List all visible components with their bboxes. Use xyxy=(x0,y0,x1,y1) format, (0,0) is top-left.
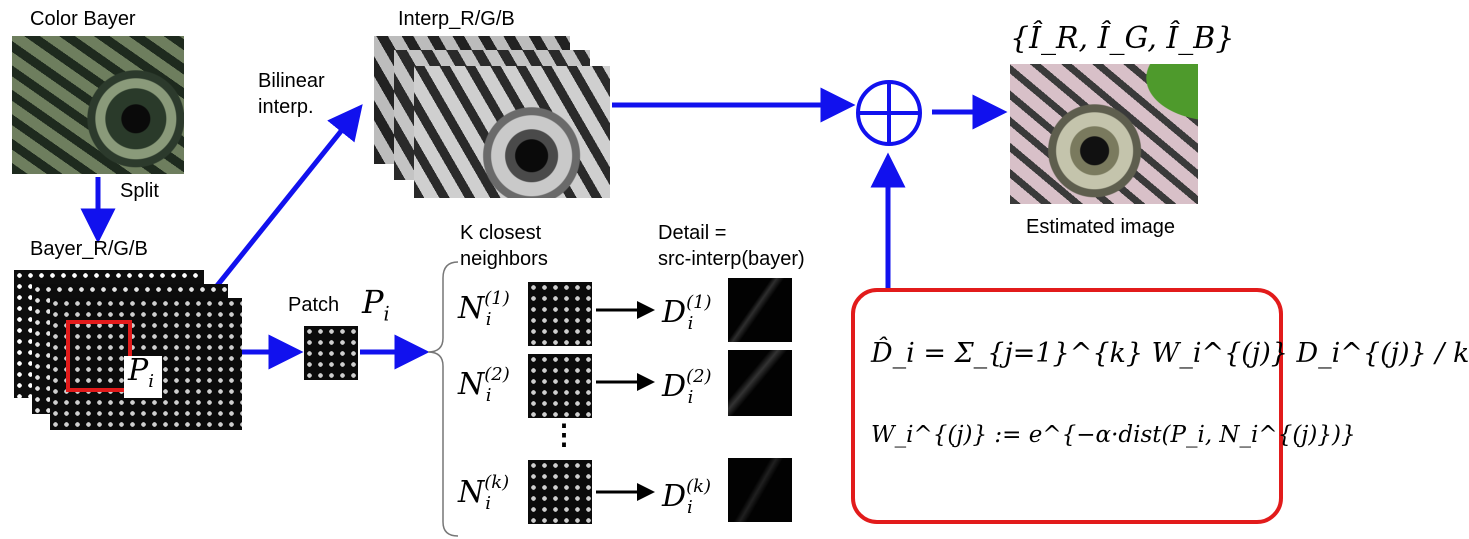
bayer-patch-pi-label: Pi xyxy=(124,356,162,398)
bilinear-label-line2: interp. xyxy=(258,96,314,118)
detail-label-line1: Detail = xyxy=(658,222,727,244)
k-closest-label-line2: neighbors xyxy=(460,248,548,270)
detail-k-patch xyxy=(728,458,792,522)
d2-symbol: D(2)i xyxy=(662,366,712,408)
neighbor-1-patch xyxy=(528,282,592,346)
patch-highlight-box xyxy=(66,320,132,392)
n2-symbol: N(2)i xyxy=(458,364,510,406)
k-closest-label-line1: K closest xyxy=(460,222,542,244)
detail-label-line2: src-interp(bayer) xyxy=(658,248,805,270)
nk-symbol: N(k)i xyxy=(458,472,510,514)
detail-1-patch xyxy=(728,278,792,342)
bilinear-label-line1: Bilinear xyxy=(258,70,325,92)
diagram-canvas: Color Bayer Split Bayer_R/G/B Pi Patch P… xyxy=(12,8,1469,537)
patch-image xyxy=(304,326,358,380)
d1-symbol: D(1)i xyxy=(662,292,712,334)
detail-2-patch xyxy=(728,350,792,416)
neighbors-brace xyxy=(427,261,459,537)
more-neighbors-dots: ⋮ xyxy=(550,419,578,450)
neighbor-2-patch xyxy=(528,354,592,418)
output-set-symbol: {Î_R, Î_G, Î_B} xyxy=(1010,21,1235,56)
arrow-layer xyxy=(80,80,1008,537)
interp-rgb-label: Interp_R/G/B xyxy=(398,8,515,30)
formula-d-hat: D̂_i = Σ_{j=1}^{k} W_i^{(j)} D_i^{(j)} /… xyxy=(871,338,1469,369)
bayer-rgb-label: Bayer_R/G/B xyxy=(30,238,148,260)
formula-box: D̂_i = Σ_{j=1}^{k} W_i^{(j)} D_i^{(j)} /… xyxy=(851,288,1469,524)
dk-symbol: D(k)i xyxy=(662,476,712,518)
n1-symbol: N(1)i xyxy=(458,288,510,330)
patch-label: Patch xyxy=(288,294,340,316)
sum-circle-icon xyxy=(856,80,922,146)
patch-pi-symbol: Pi xyxy=(362,283,390,326)
estimated-image xyxy=(1010,64,1198,204)
formula-weight: W_i^{(j)} := e^{−α·dist(P_i, N_i^{(j)})} xyxy=(871,422,1356,448)
bilinear-arrow xyxy=(210,104,363,294)
split-label: Split xyxy=(120,180,159,202)
color-bayer-image xyxy=(12,36,184,174)
neighbor-k-patch xyxy=(528,460,592,524)
estimated-image-label: Estimated image xyxy=(1026,216,1175,238)
color-bayer-label: Color Bayer xyxy=(30,8,136,30)
interp-b-channel xyxy=(414,66,610,198)
